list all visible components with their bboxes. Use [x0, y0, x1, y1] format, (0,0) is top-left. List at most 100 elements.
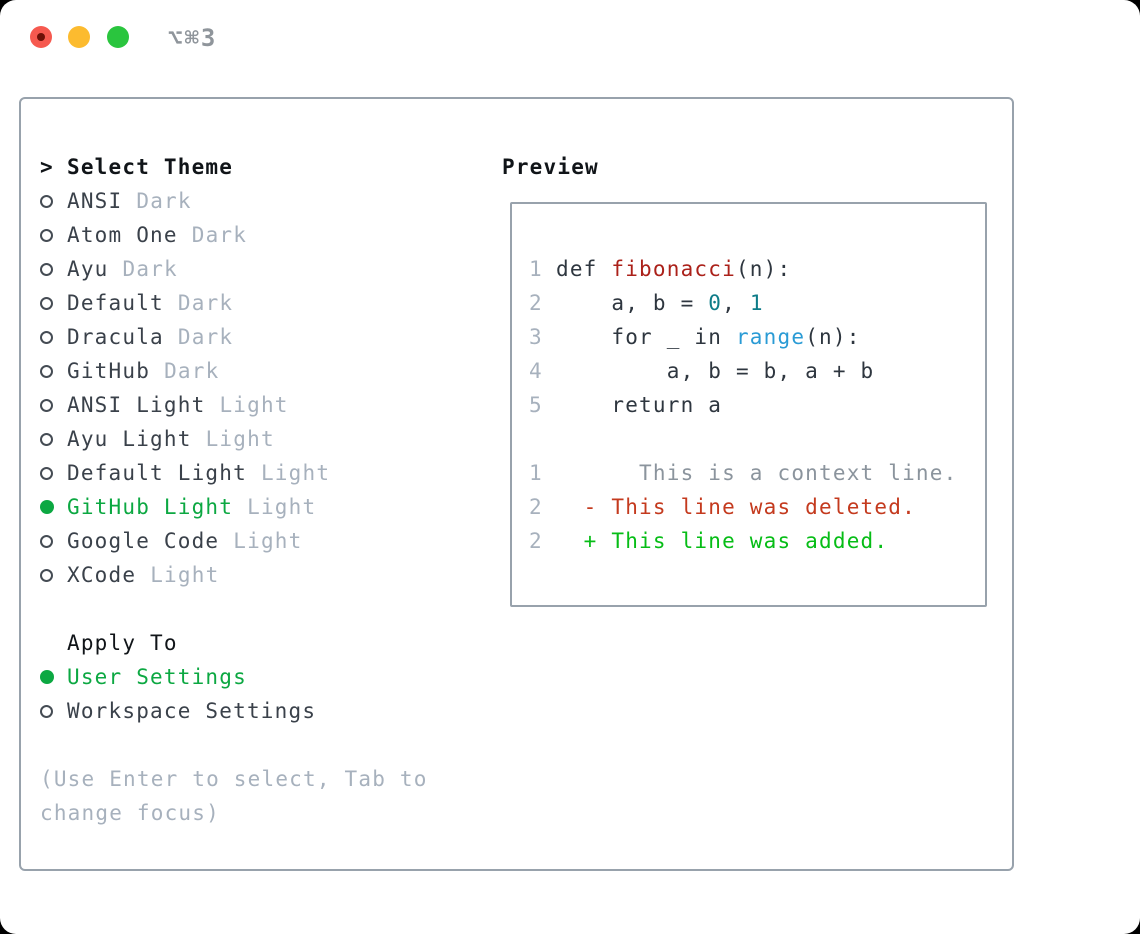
radio-icon — [40, 228, 53, 242]
window-title: ⌥⌘3 — [168, 24, 218, 52]
code-line: 5 return a — [529, 388, 985, 422]
theme-item-ansi-light[interactable]: ANSI Light Light — [40, 388, 490, 422]
theme-variant: Light — [247, 495, 317, 519]
theme-item-ayu-dark[interactable]: Ayu Dark — [40, 252, 490, 286]
code-text: (n): — [805, 325, 861, 349]
close-button[interactable] — [30, 26, 52, 48]
radio-icon — [40, 398, 53, 412]
radio-selected-icon — [40, 500, 54, 514]
select-theme-title: Select Theme — [67, 155, 234, 179]
theme-variant: Light — [219, 393, 289, 417]
theme-label: Ayu Light — [67, 427, 192, 451]
radio-icon — [40, 194, 53, 208]
theme-item-google-code[interactable]: Google Code Light — [40, 524, 490, 558]
radio-selected-icon — [40, 670, 54, 684]
theme-label: Atom One — [67, 223, 178, 247]
code-line: 1 def fibonacci(n): — [529, 252, 985, 286]
zoom-button[interactable] — [107, 26, 129, 48]
theme-variant: Light — [260, 461, 331, 485]
theme-label: ANSI — [67, 189, 123, 213]
theme-label: Default — [67, 291, 164, 315]
titlebar: ⌥⌘3 — [0, 0, 1140, 75]
code-line: 3 for _ in range(n): — [529, 320, 985, 354]
cursor-arrow-icon: > — [40, 155, 54, 179]
theme-label: Google Code — [67, 529, 220, 553]
code-text: (n): — [735, 257, 792, 281]
line-number: 1 — [529, 461, 543, 485]
theme-variant: Dark — [177, 325, 234, 349]
theme-item-ansi-dark[interactable]: ANSI Dark — [40, 184, 490, 218]
line-number: 2 — [529, 291, 543, 315]
help-text-line-2: change focus) — [40, 801, 220, 825]
theme-item-github-light[interactable]: GitHub Light Light — [40, 490, 490, 524]
radio-icon — [40, 330, 53, 344]
theme-label: XCode — [67, 563, 137, 587]
diff-deleted-line: 2 - This line was deleted. — [529, 490, 985, 524]
theme-item-github-dark[interactable]: GitHub Dark — [40, 354, 490, 388]
theme-item-atom-one-dark[interactable]: Atom One Dark — [40, 218, 490, 252]
deleted-text: - This line was deleted. — [556, 495, 916, 519]
line-number: 4 — [529, 359, 543, 383]
minimize-button[interactable] — [68, 26, 90, 48]
apply-option-user-settings[interactable]: User Settings — [40, 660, 490, 694]
apply-to-title: Apply To — [67, 631, 178, 655]
theme-item-xcode[interactable]: XCode Light — [40, 558, 490, 592]
code-text: a, b = b, a + b — [556, 359, 875, 383]
added-text: + This line was added. — [556, 529, 889, 553]
apply-option-label: User Settings — [67, 665, 247, 689]
apply-to-header: Apply To — [40, 626, 490, 660]
spacer — [40, 728, 490, 762]
theme-variant: Light — [150, 563, 220, 587]
theme-variant: Dark — [164, 359, 220, 383]
context-text: This is a context line. — [556, 461, 958, 485]
theme-label: ANSI Light — [67, 393, 206, 417]
theme-item-default-light[interactable]: Default Light Light — [40, 456, 490, 490]
spacer — [40, 592, 490, 626]
diff-added-line: 2 + This line was added. — [529, 524, 985, 558]
theme-label: Default Light — [67, 461, 247, 485]
radio-icon — [40, 296, 53, 310]
number-literal: 1 — [749, 291, 764, 315]
help-text-line-1: (Use Enter to select, Tab to — [40, 767, 428, 791]
apply-option-label: Workspace Settings — [67, 699, 317, 723]
theme-picker-panel: > Select Theme ANSI Dark Atom One Dark A… — [19, 97, 1014, 871]
radio-icon — [40, 432, 53, 446]
theme-item-ayu-light[interactable]: Ayu Light Light — [40, 422, 490, 456]
theme-label: GitHub Light — [67, 495, 234, 519]
code-text: return a — [556, 393, 723, 417]
radio-icon — [40, 534, 53, 548]
preview-title: Preview — [502, 155, 599, 179]
code-text: for _ in — [556, 325, 736, 349]
line-number: 1 — [529, 257, 543, 281]
theme-variant: Light — [233, 529, 303, 553]
builtin-name: range — [735, 325, 806, 349]
code-text: def — [556, 257, 612, 281]
theme-label: GitHub — [67, 359, 151, 383]
line-number: 2 — [529, 495, 543, 519]
radio-icon — [40, 364, 53, 378]
theme-list: > Select Theme ANSI Dark Atom One Dark A… — [40, 150, 490, 830]
theme-label: Ayu — [67, 257, 109, 281]
theme-label: Dracula — [67, 325, 164, 349]
code-text: a, b = — [556, 291, 709, 315]
radio-icon — [40, 262, 53, 276]
line-number: 5 — [529, 393, 543, 417]
diff-context-line: 1 This is a context line. — [529, 456, 985, 490]
theme-variant: Dark — [136, 189, 192, 213]
theme-variant: Dark — [191, 223, 248, 247]
theme-variant: Dark — [122, 257, 178, 281]
theme-item-dracula-dark[interactable]: Dracula Dark — [40, 320, 490, 354]
select-theme-header: > Select Theme — [40, 150, 490, 184]
apply-option-workspace-settings[interactable]: Workspace Settings — [40, 694, 490, 728]
theme-item-default-dark[interactable]: Default Dark — [40, 286, 490, 320]
radio-icon — [40, 568, 53, 582]
code-text: , — [722, 291, 750, 315]
function-name: fibonacci — [611, 257, 736, 281]
theme-variant: Dark — [177, 291, 234, 315]
theme-variant: Light — [205, 427, 275, 451]
preview-header: Preview — [502, 150, 599, 184]
close-dot-icon — [37, 33, 45, 41]
line-number: 2 — [529, 529, 543, 553]
